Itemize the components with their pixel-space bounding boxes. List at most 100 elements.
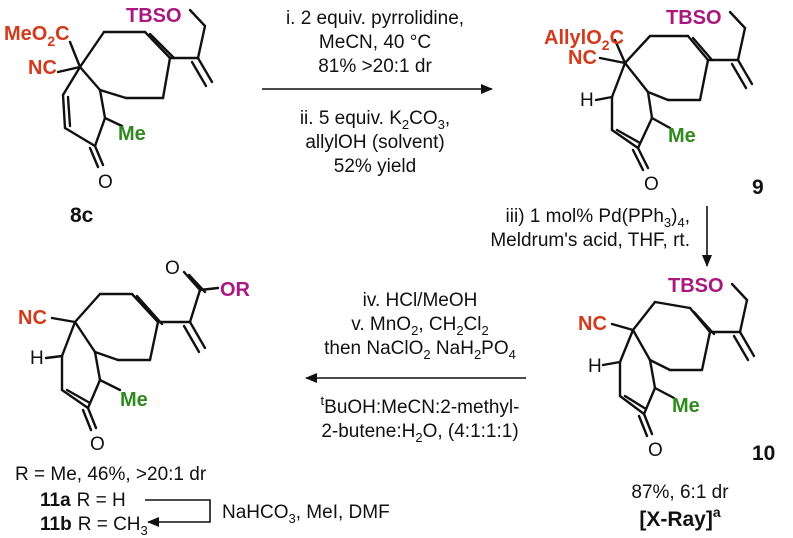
step4-line2-sub: 2 xyxy=(411,323,418,338)
step4-line3-c: PO xyxy=(481,338,508,359)
step4-line5-a: 2-butene:H xyxy=(321,421,415,442)
step5-a: NaHCO xyxy=(222,502,289,523)
step4-line3-sub3: 4 xyxy=(509,347,516,362)
compound-8c-ester-text: MeO xyxy=(4,23,47,45)
step3-line1: iii) 1 mol% Pd(PPh3)4, xyxy=(506,206,690,230)
step4-line5: 2-butene:H2O, (4:1:1:1) xyxy=(321,421,518,445)
step4-line3-sub2: 2 xyxy=(474,347,481,362)
compound-11-yield: R = Me, 46%, >20:1 dr xyxy=(15,464,207,485)
compound-8c: MeO2C NC TBSO Me O 8c xyxy=(4,5,214,227)
compound-8c-methyl: Me xyxy=(118,123,146,145)
step-1-2-conditions: i. 2 equiv. pyrrolidine, MeCN, 40 °C 81%… xyxy=(262,8,493,177)
step1-line3: 81% >20:1 dr xyxy=(318,56,432,77)
compound-11: O OR NC H Me O R = Me, 46%, >20:1 dr 11a… xyxy=(15,258,251,538)
compound-11b-sub-sub: 3 xyxy=(141,523,148,538)
step3-line2: Meldrum's acid, THF, rt. xyxy=(490,230,690,251)
step4-line2-sub2: 2 xyxy=(456,323,463,338)
step3-line1-c: , xyxy=(685,206,690,227)
step4-line4: tBuOH:MeCN:2-methyl- xyxy=(321,393,520,418)
compound-11-carbonyl-oxygen: O xyxy=(165,258,180,279)
step3-line1-a: iii) 1 mol% Pd(PPh xyxy=(506,206,664,227)
compound-8c-oxygen: O xyxy=(98,172,113,193)
step4-line5-sub: 2 xyxy=(415,430,422,445)
compound-9-ester-text: AllylO xyxy=(544,27,602,49)
compound-10-bonds xyxy=(601,282,756,438)
compound-11-ester-r: OR xyxy=(220,279,251,301)
step4-line3-a: then NaClO xyxy=(324,338,423,359)
step4-line4-text: BuOH:MeCN:2-methyl- xyxy=(324,397,519,418)
compound-10-xray-text: [X-Ray] xyxy=(639,508,713,531)
compound-9: AllylO2C NC TBSO H Me O 9 xyxy=(544,7,764,199)
compound-11a-number: 11a xyxy=(40,490,71,511)
step3-line1-b: ) xyxy=(671,206,677,227)
step4-line3-b: NaH xyxy=(431,338,474,359)
step5-b: , MeI, DMF xyxy=(296,502,390,523)
step4-line2-sub3: 2 xyxy=(482,323,489,338)
step2-line1-sub: 2 xyxy=(402,117,409,132)
step1-line2: MeCN, 40 °C xyxy=(319,32,431,53)
step4-line5-b: O, (4:1:1:1) xyxy=(423,421,519,442)
compound-11b-number: 11b xyxy=(40,514,72,535)
step5-sub: 3 xyxy=(289,511,296,526)
step1-line1: i. 2 equiv. pyrrolidine, xyxy=(286,8,464,29)
compound-10: TBSO NC H Me O 10 87%, 6:1 dr [X-Ray]a xyxy=(578,275,775,531)
compound-11-methyl: Me xyxy=(120,389,148,411)
compound-10-silyl: TBSO xyxy=(668,275,724,297)
step3-line1-sub: 3 xyxy=(664,215,671,230)
step4-line2-a: v. MnO xyxy=(351,314,411,335)
compound-10-xray: [X-Ray]a xyxy=(639,504,721,531)
compound-10-xray-sup: a xyxy=(713,504,721,520)
compound-11b-sub: R = CH xyxy=(78,514,141,535)
step4-line2-c: Cl xyxy=(464,314,482,335)
step2-line1-sub2: 3 xyxy=(438,117,445,132)
step4-line2-b: , CH xyxy=(418,314,456,335)
compound-10-oxygen: O xyxy=(648,440,663,461)
compound-9-number: 9 xyxy=(752,176,764,199)
compound-8c-number: 8c xyxy=(70,204,94,227)
compound-10-hydrogen: H xyxy=(588,356,602,377)
step4-line1: iv. HCl/MeOH xyxy=(363,290,478,311)
step2-line1-b: CO xyxy=(409,108,438,129)
compound-10-number: 10 xyxy=(752,442,775,465)
compound-11-bonds xyxy=(44,270,220,432)
step2-line1-c: , xyxy=(445,108,450,129)
compound-9-silyl: TBSO xyxy=(666,7,722,29)
step4-line3: then NaClO2 NaH2PO4 xyxy=(324,338,516,362)
compound-9-methyl: Me xyxy=(668,125,696,147)
compound-11a-label: 11a R = H xyxy=(40,490,126,511)
compound-11-hydrogen: H xyxy=(30,348,44,369)
compound-8c-nitrile: NC xyxy=(28,57,57,79)
compound-11b-label: 11b R = CH3 xyxy=(40,514,148,538)
step2-line1-a: ii. 5 equiv. K xyxy=(300,108,402,129)
compound-8c-bonds xyxy=(56,8,214,169)
compound-9-oxygen: O xyxy=(644,174,659,195)
compound-9-hydrogen: H xyxy=(580,90,594,111)
step-3-conditions: iii) 1 mol% Pd(PPh3)4, Meldrum's acid, T… xyxy=(490,206,712,267)
compound-9-nitrile: NC xyxy=(568,47,597,69)
compound-9-ester: AllylO2C xyxy=(544,27,624,53)
compound-11-oxygen: O xyxy=(90,434,105,455)
compound-8c-silyl: TBSO xyxy=(126,5,182,27)
step-5-conditions: NaHCO3, MeI, DMF xyxy=(145,499,390,527)
compound-11-nitrile: NC xyxy=(18,307,47,329)
arrow-11a-to-11b xyxy=(145,499,211,527)
step4-line3-sub: 2 xyxy=(423,347,430,362)
step2-line3: 52% yield xyxy=(334,156,416,177)
compound-9-ester-sub: 2 xyxy=(602,37,610,53)
compound-8c-ester-tail: C xyxy=(55,23,69,45)
step2-line1: ii. 5 equiv. K2CO3, xyxy=(300,108,450,132)
step4-line4-sup: t xyxy=(321,393,325,408)
compound-9-bonds xyxy=(594,10,754,172)
step5-line: NaHCO3, MeI, DMF xyxy=(222,502,390,526)
compound-11a-sub: R = H xyxy=(77,490,126,511)
compound-8c-ester: MeO2C xyxy=(4,23,70,49)
compound-10-yield: 87%, 6:1 dr xyxy=(631,482,729,503)
step3-line1-sub2: 4 xyxy=(677,215,684,230)
step-4-5-conditions: iv. HCl/MeOH v. MnO2, CH2Cl2 then NaClO2… xyxy=(305,290,526,445)
step2-line2: allylOH (solvent) xyxy=(305,132,444,153)
compound-10-nitrile: NC xyxy=(578,313,607,335)
compound-9-ester-tail: C xyxy=(610,27,624,49)
step4-line2: v. MnO2, CH2Cl2 xyxy=(351,314,488,338)
compound-10-methyl: Me xyxy=(672,395,700,417)
